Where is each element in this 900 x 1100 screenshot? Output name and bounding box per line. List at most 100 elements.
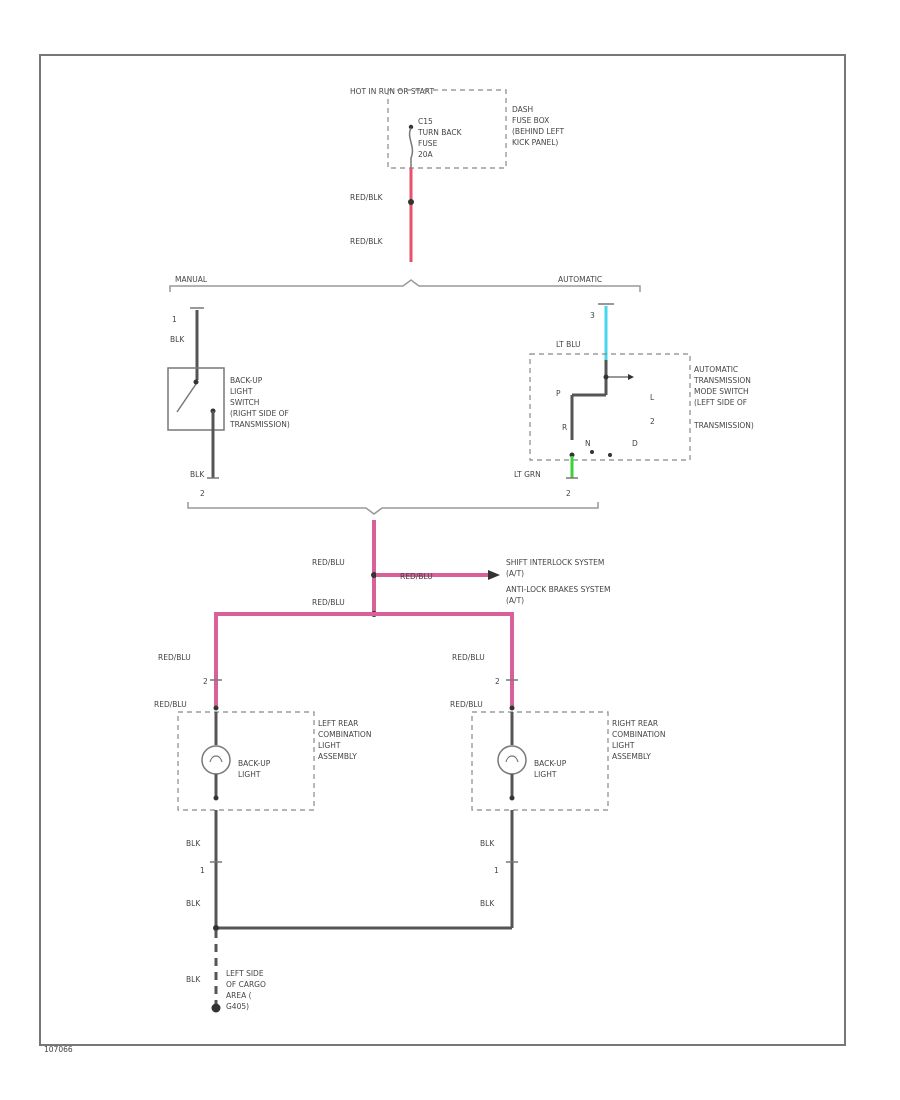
left-bulb-label-1: BACK-UP [238,759,271,768]
manual-switch-label-4: (RIGHT SIDE OF [230,409,289,418]
fuse-box-label-4: KICK PANEL) [512,138,558,147]
right-bulb-filament [505,755,519,763]
right-lamp-terminal-top [509,705,515,711]
systems-label-2: (A/T) [506,569,524,578]
wire-label-blk-ground: BLK [186,975,201,984]
left-lamp-pin-2: 1 [200,866,205,875]
manual-switch-label-3: SWITCH [230,398,259,407]
fuse-rating-label: 20A [418,150,434,159]
right-lamp-label-3: LIGHT [612,741,635,750]
left-lamp-terminal-bottom [213,795,219,801]
right-lamp-label-1: RIGHT REAR [612,719,658,728]
wire-label-red-blu-right: RED/BLU [452,653,485,662]
branch-automatic-label: AUTOMATIC [558,275,602,284]
left-bulb-label-2: LIGHT [238,770,261,779]
fuse-terminal [408,124,414,130]
manual-pin-top: 1 [172,315,177,324]
diagram-frame [39,54,846,1046]
auto-switch-node-3 [590,450,594,454]
wire-label-lt-blu: LT BLU [556,340,581,349]
wire-label-red-blk-2: RED/BLK [350,237,384,246]
wire-label-lt-grn: LT GRN [514,470,541,479]
right-lamp-pin-2: 1 [494,866,499,875]
auto-switch-node-1 [603,374,609,380]
fuse-name-label-1: TURN BACK [417,128,463,137]
auto-pos-r: R [562,423,567,432]
manual-switch-label-2: LIGHT [230,387,253,396]
left-bulb-filament [209,755,223,763]
wire-label-red-blk-1: RED/BLK [350,193,384,202]
wire-label-red-blu-3: RED/BLU [312,598,345,607]
wire-label-blk-right-2: BLK [480,899,495,908]
wire-label-blk-2: BLK [190,470,205,479]
left-lamp-label-4: ASSEMBLY [318,752,357,761]
manual-switch-label-5: TRANSMISSION) [229,420,290,429]
systems-label-3: ANTI-LOCK BRAKES SYSTEM [506,585,610,594]
arrow-to-systems [488,570,500,580]
auto-switch-arrowhead [628,374,634,380]
right-lamp-terminal-bottom [509,795,515,801]
ground-label-2: OF CARGO [226,980,266,989]
fuse-name-label-2: FUSE [418,139,438,148]
fuse-box-label-2: FUSE BOX [512,116,549,125]
manual-switch-node-1 [193,379,199,385]
right-bulb-label-1: BACK-UP [534,759,567,768]
manual-switch-contact [176,383,197,413]
ground-label-4: G405) [226,1002,249,1011]
auto-switch-label-4: (LEFT SIDE OF [694,398,747,407]
wire-label-red-blu-right-2: RED/BLU [450,700,483,709]
systems-label-4: (A/T) [506,596,524,605]
wire-label-blk-left-2: BLK [186,899,201,908]
auto-switch-label-3: MODE SWITCH [694,387,749,396]
auto-pos-n: N [585,439,591,448]
left-lamp-label-1: LEFT REAR [318,719,358,728]
wire-label-blk-right-1: BLK [480,839,495,848]
auto-pin-bottom: 2 [566,489,571,498]
fuse-box-outline [387,89,507,169]
left-lamp-outline [177,711,315,811]
auto-switch-label-2: TRANSMISSION [693,376,751,385]
left-lamp-label-3: LIGHT [318,741,341,750]
left-lamp-pin-1: 2 [203,677,208,686]
wire-label-blk-1: BLK [170,335,185,344]
splice-1 [371,572,377,578]
wire-label-red-blu-left-2: RED/BLU [154,700,187,709]
auto-switch-node-4 [608,453,612,457]
manual-switch-box [167,367,225,431]
merge-brace-bottom [187,502,599,515]
wire-label-red-blu-1: RED/BLU [312,558,345,567]
left-bulb-icon [201,745,231,775]
right-lamp-label-2: COMBINATION [612,730,665,739]
auto-pos-2: 2 [650,417,655,426]
wire-label-blk-left-1: BLK [186,839,201,848]
ground-label-3: AREA ( [226,991,252,1000]
fuse-id-label: C15 [418,117,433,126]
auto-switch-box [529,353,691,461]
systems-label-1: SHIFT INTERLOCK SYSTEM [506,558,604,567]
manual-switch-label-1: BACK-UP [230,376,263,385]
right-bulb-label-2: LIGHT [534,770,557,779]
wire-label-red-blu-left: RED/BLU [158,653,191,662]
wire-label-red-blu-2: RED/BLU [400,572,433,581]
figure-id: 107066 [44,1045,73,1054]
auto-switch-label-1: AUTOMATIC [694,365,738,374]
right-lamp-outline [471,711,609,811]
ground-splice [213,925,219,931]
connector-dot-1 [408,199,414,205]
right-lamp-label-4: ASSEMBLY [612,752,651,761]
auto-pin-top: 3 [590,311,595,320]
wire-red-blu-horizontal [214,612,514,706]
ground-label-1: LEFT SIDE [226,969,264,978]
fuse-symbol [408,127,414,168]
fuse-box-label-1: DASH [512,105,533,114]
power-source-label: HOT IN RUN OR START [350,87,434,96]
manual-pin-bottom: 2 [200,489,205,498]
left-lamp-terminal-top [213,705,219,711]
auto-switch-label-5: TRANSMISSION) [693,421,754,430]
left-lamp-label-2: COMBINATION [318,730,371,739]
ground-point-icon [211,1003,221,1013]
branch-manual-label: MANUAL [175,275,208,284]
right-bulb-icon [497,745,527,775]
fuse-box-label-3: (BEHIND LEFT [512,127,565,136]
